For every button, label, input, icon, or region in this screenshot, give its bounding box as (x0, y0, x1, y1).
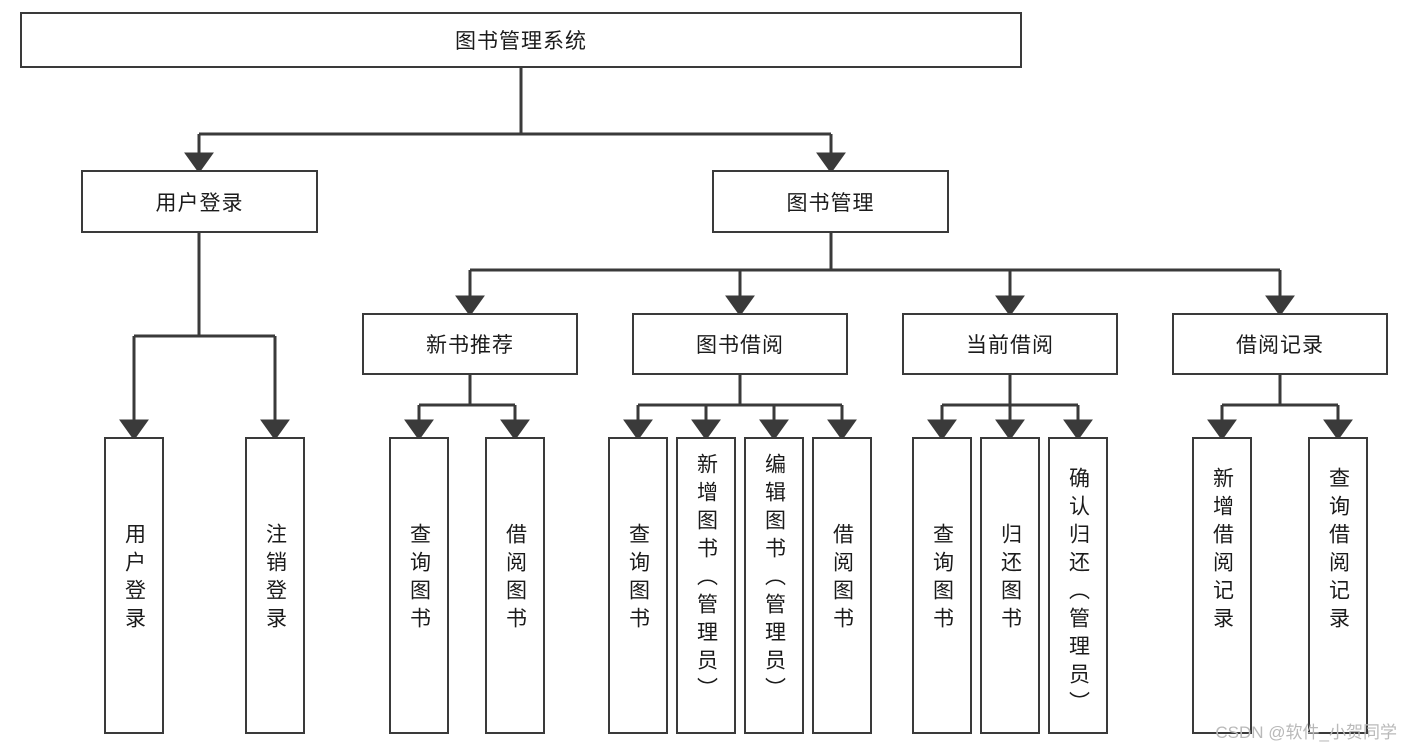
node-label: 借阅记录 (1236, 334, 1324, 357)
leaf-book-borrow-lend[interactable]: 借阅图书 (812, 437, 872, 734)
node-label: 新书推荐 (426, 334, 514, 357)
leaf-book-borrow-query[interactable]: 查询图书 (608, 437, 668, 734)
leaf-book-borrow-add[interactable]: 新增图书（管理员） (676, 437, 736, 734)
leaf-book-borrow-edit[interactable]: 编辑图书（管理员） (744, 437, 804, 734)
node-label: 查询图书 (407, 523, 431, 635)
node-book-management[interactable]: 图书管理 (712, 170, 949, 233)
leaf-user-login-login[interactable]: 用户登录 (104, 437, 164, 734)
leaf-user-login-logout[interactable]: 注销登录 (245, 437, 305, 734)
node-label: 图书管理 (786, 191, 875, 215)
node-label: 查询图书 (626, 523, 650, 635)
node-label: 查询图书 (930, 523, 954, 635)
node-user-login[interactable]: 用户登录 (81, 170, 318, 233)
node-book-borrow[interactable]: 图书借阅 (632, 313, 848, 375)
node-label: 编辑图书（管理员） (762, 453, 786, 705)
node-label: 图书借阅 (696, 334, 784, 357)
node-label: 新增借阅记录 (1210, 467, 1234, 635)
node-label: 用户登录 (122, 523, 146, 635)
leaf-current-borrow-confirm[interactable]: 确认归还（管理员） (1048, 437, 1108, 734)
node-new-book-recommend[interactable]: 新书推荐 (362, 313, 578, 375)
node-label: 注销登录 (263, 523, 287, 635)
leaf-current-borrow-return[interactable]: 归还图书 (980, 437, 1040, 734)
node-label: 确认归还（管理员） (1066, 467, 1090, 719)
node-label: 借阅图书 (830, 523, 854, 635)
node-borrow-record[interactable]: 借阅记录 (1172, 313, 1388, 375)
node-current-borrow[interactable]: 当前借阅 (902, 313, 1118, 375)
node-label: 图书管理系统 (455, 30, 587, 53)
leaf-new-book-query[interactable]: 查询图书 (389, 437, 449, 734)
node-label: 新增图书（管理员） (694, 453, 718, 705)
node-label: 用户登录 (155, 191, 244, 215)
leaf-borrow-record-query[interactable]: 查询借阅记录 (1308, 437, 1368, 734)
node-label: 查询借阅记录 (1326, 467, 1350, 635)
node-label: 借阅图书 (503, 523, 527, 635)
leaf-new-book-borrow[interactable]: 借阅图书 (485, 437, 545, 734)
leaf-current-borrow-query[interactable]: 查询图书 (912, 437, 972, 734)
node-label: 当前借阅 (966, 334, 1054, 357)
leaf-borrow-record-add[interactable]: 新增借阅记录 (1192, 437, 1252, 734)
node-root[interactable]: 图书管理系统 (20, 12, 1022, 68)
node-label: 归还图书 (998, 523, 1022, 635)
csdn-watermark: CSDN @软件_小贺同学 (1215, 723, 1397, 742)
